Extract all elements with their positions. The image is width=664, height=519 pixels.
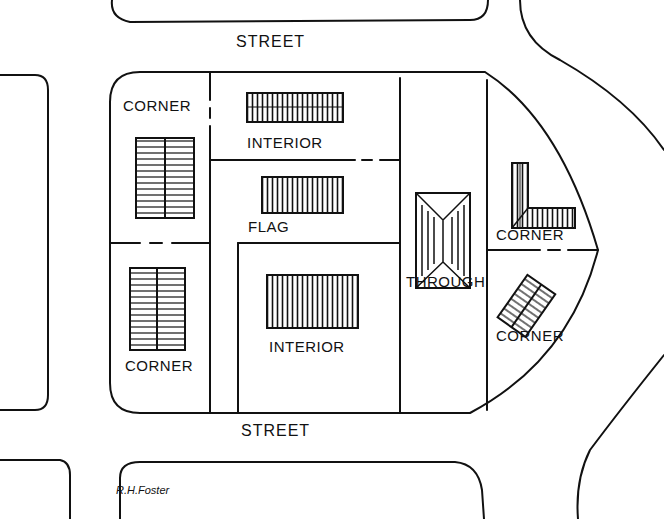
lot-label: INTERIOR (244, 133, 327, 155)
lot-type: CORNER (496, 227, 566, 244)
lot-label: THROUGH (403, 272, 490, 294)
street-name: STREET (241, 422, 310, 440)
lot-label: CORNER (122, 356, 198, 378)
lot-label: INTERIOR (266, 337, 349, 359)
lot-type: CORNER (496, 328, 566, 345)
lot-type: CORNER (123, 98, 193, 115)
lot-type: THROUGH (406, 274, 487, 291)
lot-type: CORNER (125, 358, 195, 375)
street-name: STREET (236, 33, 305, 51)
lot-label: CORNER (493, 326, 569, 348)
lot-type: INTERIOR (247, 135, 324, 152)
lot-type: FLAG (248, 219, 291, 236)
lot-label: FLAG (245, 217, 294, 239)
lot-type: INTERIOR (269, 339, 346, 356)
signature: R.H.Foster (116, 484, 169, 496)
lot-label: CORNER (493, 225, 569, 247)
lot-label: CORNER (120, 96, 196, 118)
